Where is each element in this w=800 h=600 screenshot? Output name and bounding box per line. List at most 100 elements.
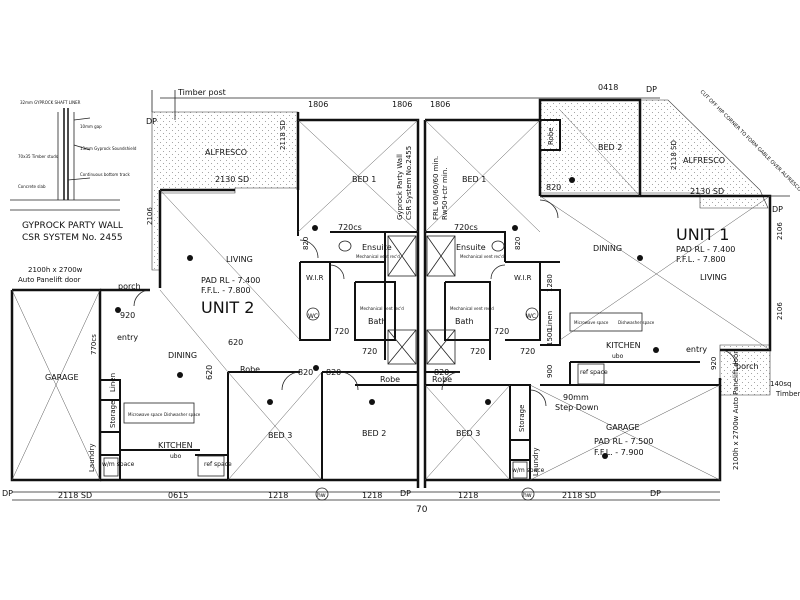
unit2-bed3: BED 3 [268, 431, 292, 440]
unit1-dishwasher: Dishwasher space [618, 320, 655, 325]
unit2-cs770: 770cs [90, 334, 98, 355]
unit1-ref: ref space [580, 369, 608, 376]
dim-bottom-5: 1218 [458, 491, 478, 500]
unit1-garage-pad: PAD RL - 7.500 [594, 437, 653, 446]
unit1-linen: Linen [546, 311, 554, 330]
unit1-entry: entry [686, 345, 707, 354]
unit1-kitchen: KITCHEN [606, 341, 641, 350]
unit1-cs720: 720cs [454, 223, 478, 232]
unit2-mech-2: Mechanical vent rec'd [360, 306, 404, 311]
unit2-title: UNIT 2 [201, 298, 254, 317]
dp-bottom-mid: DP [400, 489, 411, 498]
unit2-dining: DINING [168, 351, 197, 360]
dim-top-3: 1806 [430, 100, 450, 109]
unit2-mech-1: Mechanical vent rec'd [356, 254, 400, 259]
dp-bottom-right: DP [650, 489, 661, 498]
hw-right: hw [523, 492, 532, 499]
door-swings [133, 199, 737, 407]
unit1-mech-2: Mechanical vent rec'd [450, 306, 494, 311]
unit2-kitchen: KITCHEN [158, 441, 193, 450]
unit1-garage: GARAGE [606, 423, 640, 432]
unit1-living: LIVING [700, 273, 727, 282]
dp-bottom-left: DP [2, 489, 13, 498]
unit2-living: LIVING [226, 255, 253, 264]
unit1-bed2: BED 2 [598, 143, 622, 152]
unit2-ubo: ubo [170, 453, 182, 460]
unit1-bath: Bath [455, 317, 474, 326]
unit1-step-down: Step Down [555, 403, 598, 412]
unit1-dim-720a: 720 [494, 327, 509, 336]
timber-post-label: Timber post [177, 88, 226, 97]
unit2-dim-820b: 820 [326, 368, 341, 377]
unit2-ref: ref space [204, 461, 232, 468]
unit1-alfresco-dim: 2130 SD [690, 187, 724, 196]
party-wall-title-2: CSR SYSTEM No. 2455 [22, 233, 123, 243]
party-wall-left-2: CSR System No.2455 [405, 146, 413, 220]
dp-right: DP [772, 205, 783, 214]
party-wall-right-1: FRL 60/60/60 min. [432, 156, 440, 220]
unit2-bed2: BED 2 [362, 429, 386, 438]
unit1-dining: DINING [593, 244, 622, 253]
unit1-alfresco: ALFRESCO [683, 156, 725, 165]
fixtures [103, 177, 659, 479]
unit2-microwave: Microwave space [128, 412, 163, 417]
unit2-dim-920: 920 [120, 311, 135, 320]
unit1-dim-920: 920 [710, 357, 718, 370]
unit1-robe-top: Robe [547, 127, 555, 145]
unit1-dim-1500: 1500 [546, 328, 554, 346]
hw-left: hw [317, 492, 326, 499]
dim-bottom-2: 0615 [168, 491, 188, 500]
unit2-dishwasher: Dishwasher space [164, 412, 201, 417]
unit1-laundry: Laundry [532, 447, 540, 476]
unit2-alfresco-dim: 2130 SD [215, 175, 249, 184]
right-edge-1: 140sq [770, 380, 791, 388]
unit1-alfresco-dim2: 2118 SD [670, 140, 678, 170]
unit2-storage: Storage [109, 401, 117, 428]
unit1-ffl: F.F.L. - 7.800 [676, 255, 726, 264]
unit2-ensuite: Ensuite [362, 243, 392, 252]
unit1-porch: porch [736, 362, 759, 371]
unit2-robe: Robe [240, 365, 260, 374]
dim-bottom-6: 2118 SD [562, 491, 596, 500]
unit1-dim-720b: 720 [470, 347, 485, 356]
right-edge-2: Timber [775, 390, 800, 398]
unit1-bed1: BED 1 [462, 175, 486, 184]
dim-top-4: 0418 [598, 83, 618, 92]
unit2-linen: Linen [109, 373, 117, 392]
unit1-step-dim: 90mm [563, 393, 589, 402]
party-wall-note-4: 70x35 Timber studs [18, 154, 58, 159]
unit1-pad: PAD RL - 7.400 [676, 245, 735, 254]
unit1-door-label: 2100h x 2700w Auto Panelift door [732, 351, 740, 470]
unit1-wm: w/m space [512, 467, 545, 474]
unit2-door-1: 2100h x 2700w [28, 266, 83, 274]
unit2-bed1: BED 1 [352, 175, 376, 184]
unit2-pad: PAD RL - 7.400 [201, 276, 260, 285]
unit1-microwave: Microwave space [574, 320, 609, 325]
unit1-dim-720c: 720 [520, 347, 535, 356]
unit2-wm: w/m space [102, 461, 135, 468]
unit2-wc: WC [308, 313, 318, 320]
unit2-dim-720a: 720 [334, 327, 349, 336]
party-wall-left-1: Gyprock Party Wall [396, 154, 404, 220]
unit1-wc: WC [526, 313, 536, 320]
unit1-mech-1: Mechanical vent rec'd [460, 254, 504, 259]
unit2-ffl: F.F.L. - 7.800 [201, 286, 251, 295]
dim-top-1: 1806 [308, 100, 328, 109]
unit2-wir: W.I.R [306, 274, 324, 282]
dimension-lines [12, 90, 790, 501]
party-wall-detail: 32mm GYPROCK SHAFT LINER 10mm gap 13mm G… [10, 100, 137, 243]
dim-top-2: 1806 [392, 100, 412, 109]
unit2-porch: porch [118, 282, 141, 291]
unit2-alfresco-dim2: 2118 SD [279, 120, 287, 150]
party-wall-title-1: GYPROCK PARTY WALL [22, 221, 123, 231]
party-wall-note-3: 13mm Gyprock Soundshield [80, 146, 137, 151]
unit2-garage: GARAGE [45, 373, 79, 382]
unit1-side-dim: 2106 [776, 222, 784, 240]
unit2-dim-820a: 820 [298, 368, 313, 377]
unit2-entry: entry [117, 333, 138, 342]
unit2-door-2: Auto Panelift door [18, 276, 81, 284]
party-wall-note-2: 10mm gap [80, 124, 102, 129]
unit1-dim-900: 900 [546, 365, 554, 378]
dim-bottom-1: 2118 SD [58, 491, 92, 500]
